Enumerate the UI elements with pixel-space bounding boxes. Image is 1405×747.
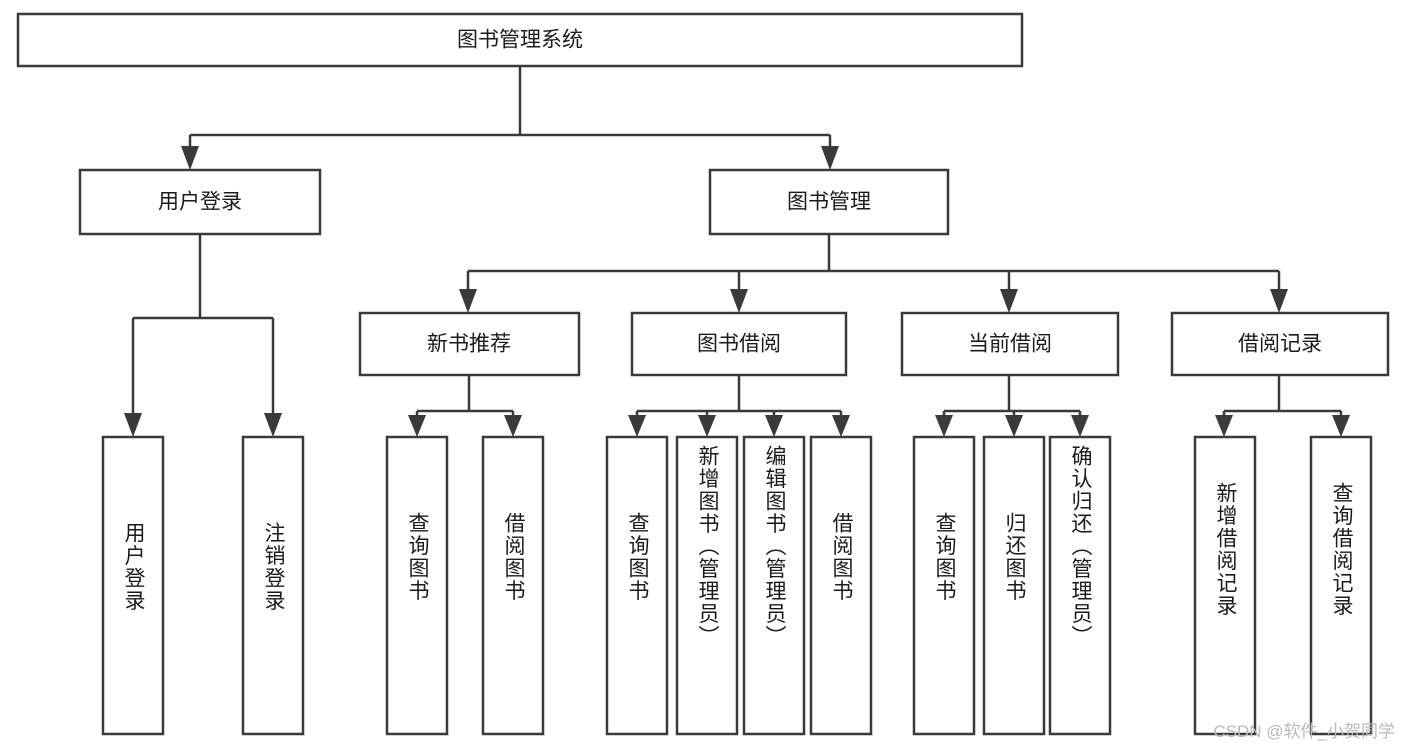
leaf-box-query-book-2[interactable] xyxy=(605,435,669,736)
leaf-box-query-book-1[interactable] xyxy=(385,435,449,736)
leaf-box-logout[interactable] xyxy=(241,435,305,736)
node-new-book-recommend[interactable]: 新书推荐 xyxy=(358,311,581,377)
node-borrow-record-label: 借阅记录 xyxy=(1238,333,1322,356)
leaf-box-borrow-book-1[interactable] xyxy=(481,435,545,736)
arrow-to-new-book xyxy=(459,289,477,313)
leaf-group-current-borrow xyxy=(912,435,1112,736)
arrow-to-borrow-record xyxy=(1270,289,1288,313)
connector-current-borrow-to-leaves xyxy=(935,375,1089,437)
leaf-group-borrow-record xyxy=(1193,435,1373,736)
leaf-box-borrow-book-2[interactable] xyxy=(809,435,873,736)
connector-book-manage-to-level3 xyxy=(459,234,1288,313)
node-root-label: 图书管理系统 xyxy=(457,29,583,52)
node-book-borrow[interactable]: 图书借阅 xyxy=(630,311,848,377)
node-user-login[interactable]: 用户登录 xyxy=(78,168,322,236)
arrow-to-current-borrow xyxy=(1000,289,1018,313)
arrow-to-user-login xyxy=(181,146,199,170)
node-new-book-recommend-label: 新书推荐 xyxy=(427,333,511,356)
node-book-manage-label: 图书管理 xyxy=(787,191,871,214)
leaf-box-query-book-3[interactable] xyxy=(912,435,976,736)
node-book-borrow-label: 图书借阅 xyxy=(697,333,781,356)
arrow-to-book-borrow xyxy=(730,289,748,313)
leaf-box-confirm-return[interactable] xyxy=(1048,435,1112,736)
leaf-group-book-borrow xyxy=(605,435,873,736)
leaf-box-add-book[interactable] xyxy=(675,435,739,736)
node-borrow-record[interactable]: 借阅记录 xyxy=(1170,311,1390,377)
leaf-box-query-record[interactable] xyxy=(1309,435,1373,736)
node-user-login-label: 用户登录 xyxy=(158,191,242,214)
node-root[interactable]: 图书管理系统 xyxy=(16,12,1024,68)
node-book-manage[interactable]: 图书管理 xyxy=(708,168,950,236)
connector-new-book-to-leaves xyxy=(408,375,522,437)
node-current-borrow[interactable]: 当前借阅 xyxy=(900,311,1120,377)
leaf-group-user-login xyxy=(101,435,305,736)
connector-root-to-level2 xyxy=(181,66,839,170)
leaf-box-add-record[interactable] xyxy=(1193,435,1257,736)
connector-book-borrow-to-leaves xyxy=(628,375,850,437)
leaf-box-edit-book[interactable] xyxy=(742,435,806,736)
arrow-to-book-manage xyxy=(821,146,839,170)
leaf-box-user-login[interactable] xyxy=(101,435,165,736)
arrow-to-leaf-logout xyxy=(264,413,282,437)
leaf-group-new-book-recommend xyxy=(385,435,545,736)
arrow-to-leaf-user-login xyxy=(124,413,142,437)
leaf-box-return-book[interactable] xyxy=(982,435,1046,736)
connector-borrow-record-to-leaves xyxy=(1215,375,1350,437)
node-current-borrow-label: 当前借阅 xyxy=(968,333,1052,356)
connector-user-login-to-leaves xyxy=(124,234,282,437)
